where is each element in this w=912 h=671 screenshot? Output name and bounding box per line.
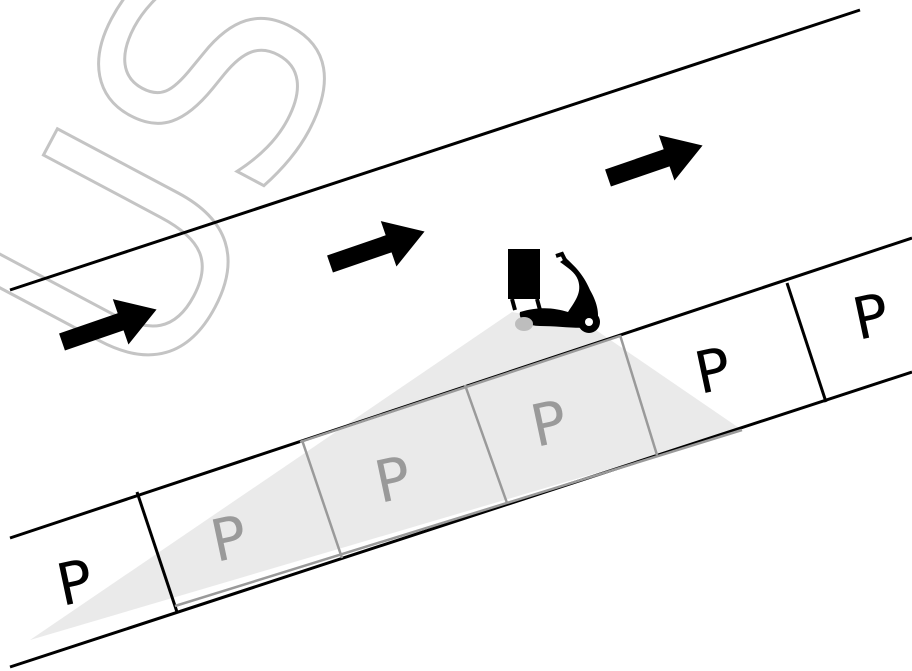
sensor-detection-cone [30, 312, 742, 640]
stall-divider [618, 334, 659, 456]
stall-divider [135, 491, 179, 613]
arrow-right-icon [59, 299, 157, 351]
parking-line-in-sensor-range [299, 334, 621, 444]
arrow-right-icon [327, 221, 425, 273]
scooter-with-delivery-box-icon [508, 249, 600, 333]
parking-line-in-sensor-range [174, 428, 743, 608]
stall-dividers [135, 282, 828, 613]
stall-divider [300, 439, 344, 559]
parking-space-label: P [847, 280, 895, 354]
arrow-right-icon [605, 135, 703, 187]
road-top-edge [9, 8, 861, 292]
parking-space-label: P [51, 546, 99, 620]
traffic-arrows [59, 135, 703, 351]
stall-divider [463, 384, 509, 504]
delivery-box [508, 249, 540, 299]
stall-divider [785, 282, 828, 403]
parking-space-label: P [689, 334, 737, 408]
parking-lane-back-line [9, 370, 912, 669]
